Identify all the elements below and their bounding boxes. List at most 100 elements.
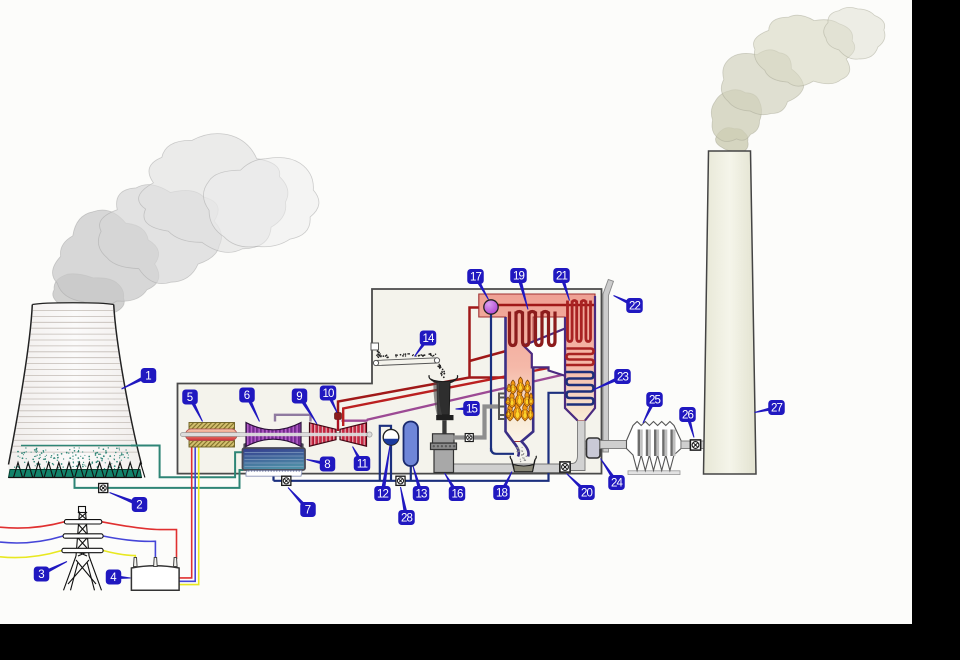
steam-governor-valve xyxy=(334,412,342,420)
label-leader xyxy=(380,445,391,494)
label-induced-draught-fan: 26 xyxy=(679,407,696,438)
label-box xyxy=(608,475,625,490)
label-number: 5 xyxy=(187,392,193,404)
label-number: 13 xyxy=(416,488,427,500)
transmission-pylon xyxy=(61,505,104,591)
label-number: 17 xyxy=(470,271,481,283)
label-number: 9 xyxy=(296,391,302,403)
label-number: 15 xyxy=(466,403,477,415)
label-number: 20 xyxy=(581,487,592,499)
label-box xyxy=(463,401,480,416)
label-box xyxy=(679,407,696,422)
generator-leads xyxy=(179,446,200,586)
label-leader xyxy=(516,274,529,310)
burners xyxy=(498,392,505,420)
label-box xyxy=(140,368,157,383)
label-box xyxy=(353,456,371,471)
power-house-building xyxy=(176,288,603,475)
label-step-up-transformer: 4 xyxy=(105,569,131,585)
reheater-serpentine xyxy=(565,347,595,367)
label-air-preheater: 24 xyxy=(600,458,625,490)
label-box xyxy=(291,388,308,404)
label-deaerator: 12 xyxy=(374,445,391,501)
label-number: 23 xyxy=(617,371,628,383)
label-intermediate-pressure-turbine: 9 xyxy=(291,388,318,425)
label-cooling-tower: 1 xyxy=(121,368,157,390)
air-intake-duct xyxy=(602,278,615,453)
label-condensate-pump: 7 xyxy=(287,487,316,517)
spray-drops-row2 xyxy=(17,452,129,459)
flue-gas-stack xyxy=(702,150,757,475)
label-air-intake: 22 xyxy=(613,295,643,313)
label-number: 8 xyxy=(324,459,330,471)
label-number: 19 xyxy=(513,270,524,282)
primary-air-fan xyxy=(464,432,474,443)
reheater-pendant xyxy=(566,299,592,343)
label-box xyxy=(33,566,50,582)
label-electrical-generator: 5 xyxy=(182,389,203,422)
electrostatic-precipitator xyxy=(625,420,682,475)
label-box xyxy=(467,269,484,284)
label-box xyxy=(646,392,663,407)
label-coal-pulverizer-mill: 16 xyxy=(444,472,466,501)
label-feedwater-heater: 13 xyxy=(412,465,430,501)
chute-coal xyxy=(375,350,382,357)
label-low-pressure-turbine: 6 xyxy=(239,387,260,422)
label-box xyxy=(105,569,122,585)
belt-coal xyxy=(377,352,437,359)
label-box xyxy=(319,385,337,401)
label-high-pressure-turbine: 11 xyxy=(352,446,371,471)
label-transmission-line-pylon: 3 xyxy=(33,561,68,582)
label-number: 24 xyxy=(611,477,623,489)
spray-drops-row1 xyxy=(17,447,127,454)
coal-chute xyxy=(370,342,379,351)
generator-stator-bottom xyxy=(188,440,235,448)
tower-supports xyxy=(12,460,146,478)
label-box xyxy=(493,485,510,500)
step-up-transformer xyxy=(130,557,180,592)
label-number: 16 xyxy=(452,488,463,500)
label-surface-condenser: 8 xyxy=(306,456,336,472)
label-number: 12 xyxy=(377,488,388,500)
label-box xyxy=(614,369,631,384)
label-reheater: 21 xyxy=(553,268,570,301)
label-number: 21 xyxy=(556,270,567,282)
label-number: 28 xyxy=(401,512,412,524)
superheater xyxy=(507,309,557,348)
label-number: 4 xyxy=(110,572,117,584)
label-box xyxy=(626,298,643,313)
label-bottom-ash-hopper: 18 xyxy=(493,471,513,500)
induced-draught-fan xyxy=(689,439,702,451)
label-electrostatic-precipitator: 25 xyxy=(642,392,663,424)
label-box xyxy=(578,485,595,500)
cold-reheat-pipe xyxy=(341,372,567,422)
label-box xyxy=(398,510,415,525)
label-number: 25 xyxy=(649,394,660,406)
label-box xyxy=(412,486,430,501)
feedwater-heater xyxy=(402,420,419,467)
label-boiler-feed-pump: 28 xyxy=(398,486,415,525)
label-box xyxy=(419,330,437,346)
cooling-water-pump xyxy=(97,482,109,494)
label-number: 1 xyxy=(145,370,151,382)
label-box xyxy=(448,486,466,501)
transmission-wires xyxy=(0,521,178,559)
label-number: 2 xyxy=(136,499,142,511)
label-box xyxy=(239,387,255,403)
furnace-walls xyxy=(504,317,535,457)
turbo-generator-set xyxy=(180,412,373,448)
label-superheater: 19 xyxy=(510,268,529,310)
label-box xyxy=(319,456,336,472)
coal-pulverizer-mill xyxy=(429,433,458,474)
label-coal-hopper: 15 xyxy=(455,401,480,416)
label-number: 3 xyxy=(38,569,44,581)
label-number: 18 xyxy=(496,487,507,499)
label-economiser: 23 xyxy=(592,369,631,391)
label-number: 14 xyxy=(423,333,435,345)
label-box xyxy=(374,486,391,501)
boiler-steam-drum xyxy=(483,299,499,315)
label-coal-conveyor: 14 xyxy=(414,330,437,357)
